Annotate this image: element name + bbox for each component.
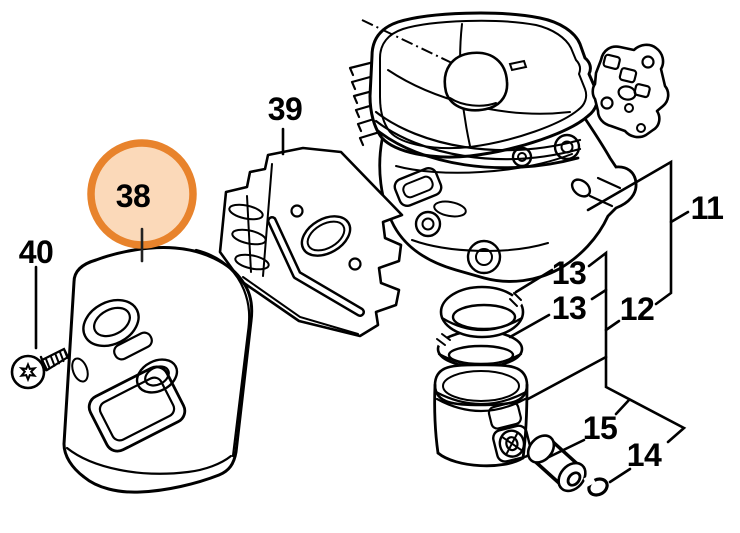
tick-15 <box>614 398 631 416</box>
callout-13-upper[interactable]: 13 <box>552 255 587 291</box>
screw-drawing <box>10 347 70 390</box>
leader-13a <box>514 268 554 294</box>
circlip-drawing <box>583 474 609 497</box>
cylinder-gasket-drawing <box>591 43 670 139</box>
callout-13-lower[interactable]: 13 <box>552 290 587 326</box>
wrist-pin-drawing <box>526 434 587 493</box>
callout-lines <box>34 127 690 484</box>
center-axis-dashed-line <box>361 19 453 64</box>
exhaust-port <box>393 166 443 208</box>
leader-piston <box>526 355 608 401</box>
wrist-pin-boss <box>487 401 532 463</box>
torx-socket <box>18 361 38 383</box>
callout-14[interactable]: 14 <box>627 437 663 473</box>
tick-13b <box>590 288 608 301</box>
callout-15[interactable]: 15 <box>583 410 618 446</box>
callout-40[interactable]: 40 <box>19 234 54 270</box>
bracket-12 <box>587 250 687 444</box>
callout-12[interactable]: 12 <box>620 291 655 327</box>
callout-11[interactable]: 11 <box>691 190 724 226</box>
bracket-11 <box>586 159 673 306</box>
leader-15 <box>547 438 586 459</box>
piston-drawing <box>433 363 532 468</box>
cylinder-assembly-drawing <box>348 11 638 283</box>
spark-plug-dome <box>443 51 509 112</box>
tick-11 <box>669 210 690 224</box>
gasket-39-drawing <box>218 146 404 338</box>
leader-14 <box>608 467 632 484</box>
piston-ring-upper-drawing <box>439 285 526 339</box>
callout-labels: 40 38 39 11 13 13 12 15 14 <box>19 91 724 473</box>
cylinder-bolts <box>414 133 622 275</box>
callout-38[interactable]: 38 <box>116 178 151 214</box>
leader-13b <box>508 313 551 339</box>
muffler-drawing <box>62 246 254 494</box>
callout-39[interactable]: 39 <box>268 91 303 127</box>
tick-12 <box>604 319 621 332</box>
